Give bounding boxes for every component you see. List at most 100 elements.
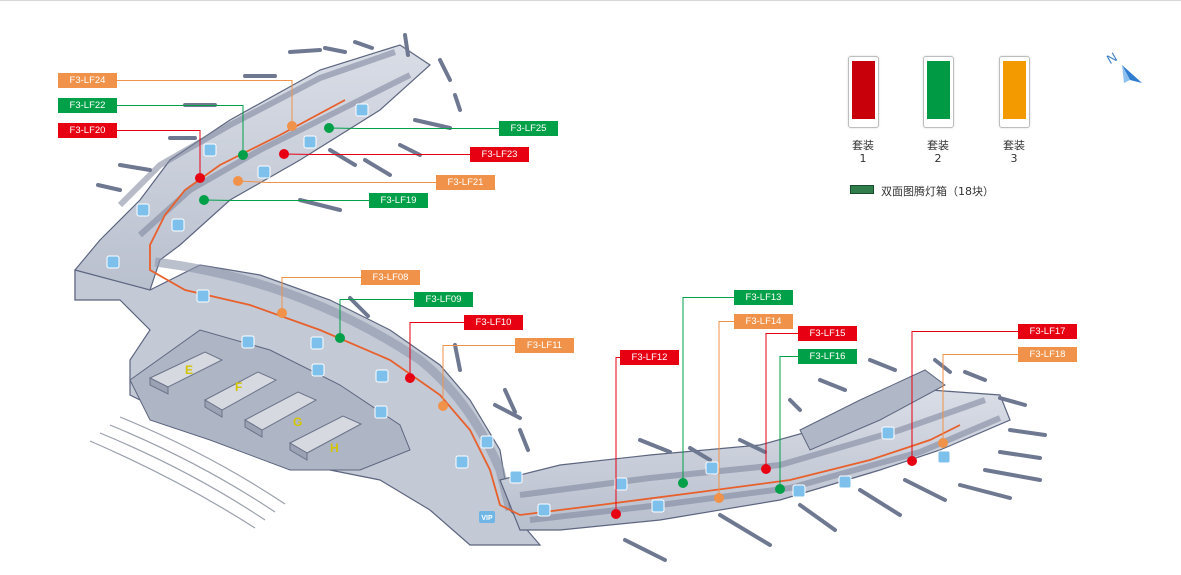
elevator-icon (136, 203, 150, 217)
gate-label-f3-lf23: F3-LF23 (470, 147, 529, 162)
jet-bridge (323, 46, 347, 54)
elevator-icon (257, 165, 271, 179)
gate-label-f3-lf19: F3-LF19 (369, 193, 428, 208)
jet-bridge (788, 398, 802, 412)
zone-letter: F (235, 380, 242, 394)
gate-label-f3-lf09: F3-LF09 (414, 292, 473, 307)
leader-line-f3-lf24 (117, 80, 293, 126)
legend-card-suite-3 (999, 56, 1030, 128)
elevator-icon (705, 461, 719, 475)
elevator-icon (651, 499, 665, 513)
gate-label-f3-lf14: F3-LF14 (734, 314, 793, 329)
jet-bridge (453, 93, 462, 112)
gate-label-f3-lf18: F3-LF18 (1018, 347, 1077, 362)
elevator-icon (480, 435, 494, 449)
jet-bridge (958, 483, 1012, 500)
gate-label-f3-lf13: F3-LF13 (734, 290, 793, 305)
leader-line-f3-lf22 (117, 105, 244, 155)
gate-dot-f3-lf16 (775, 484, 785, 494)
elevator-icon (537, 503, 551, 517)
jet-bridge (96, 183, 122, 192)
gate-dot-f3-lf25 (324, 123, 334, 133)
apron-stripes (89, 416, 286, 529)
jet-bridge (798, 503, 837, 532)
gate-dot-f3-lf18 (938, 438, 948, 448)
leader-line-f3-lf16 (779, 356, 798, 489)
leader-line-f3-lf15 (765, 333, 798, 469)
jet-bridge (348, 296, 370, 318)
lightbox-key-swatch (850, 185, 874, 194)
gate-label-f3-lf21: F3-LF21 (436, 175, 495, 190)
gate-dot-f3-lf20 (195, 173, 205, 183)
leader-line-f3-lf12 (615, 357, 620, 514)
leader-line-f3-lf10 (409, 322, 464, 378)
jet-bridge (438, 58, 452, 82)
elevator-icon (196, 289, 210, 303)
jet-bridge (903, 478, 947, 502)
jet-bridge (298, 198, 342, 212)
elevator-icon (241, 335, 255, 349)
leader-line-f3-lf14 (718, 321, 734, 498)
gate-dot-f3-lf13 (678, 478, 688, 488)
legend-card-suite-1 (848, 56, 879, 128)
leader-line-f3-lf13 (682, 297, 734, 483)
elevator-icon (311, 363, 325, 377)
leader-line-f3-lf18 (942, 354, 1018, 443)
jet-bridge (328, 148, 357, 167)
jet-bridge (688, 446, 712, 462)
leader-line-f3-lf08 (281, 277, 361, 313)
jet-bridge (638, 438, 672, 454)
legend-swatch-suite-1 (852, 61, 875, 119)
gate-dot-f3-lf10 (405, 373, 415, 383)
jet-bridge (818, 378, 847, 392)
jet-bridge (963, 370, 987, 382)
elevator-icon (455, 455, 469, 469)
gate-dot-f3-lf22 (238, 150, 248, 160)
gate-dot-f3-lf12 (611, 509, 621, 519)
legend-swatch-suite-2 (927, 61, 950, 119)
jet-bridge (518, 428, 530, 452)
elevator-icon (614, 477, 628, 491)
compass-icon: N (1104, 49, 1142, 83)
gate-dot-f3-lf09 (335, 333, 345, 343)
zone-letters: E F G H (185, 363, 339, 455)
jet-bridge (363, 158, 392, 177)
svg-text:VIP: VIP (481, 515, 493, 522)
gate-label-f3-lf12: F3-LF12 (620, 350, 679, 365)
jet-bridge (403, 33, 410, 57)
leader-line-f3-lf11 (442, 345, 515, 406)
leader-line-f3-lf25 (328, 127, 499, 129)
jet-bridge (983, 468, 1042, 482)
elevator-icon (375, 369, 389, 383)
jet-bridge (453, 343, 462, 372)
jet-bridge (353, 40, 374, 50)
zone-letter: H (330, 441, 339, 455)
elevator-icon (355, 103, 369, 117)
jet-bridge (288, 48, 322, 54)
jet-bridge (118, 163, 152, 172)
leader-line-f3-lf20 (117, 130, 201, 178)
gate-dot-f3-lf23 (279, 149, 289, 159)
gate-label-f3-lf11: F3-LF11 (515, 338, 574, 353)
elevator-icon (374, 405, 388, 419)
gate-label-f3-lf25: F3-LF25 (499, 121, 558, 136)
gate-label-f3-lf24: F3-LF24 (58, 73, 117, 88)
passenger-route (149, 99, 961, 516)
leader-lines (117, 80, 1018, 519)
zone-letter: G (293, 415, 302, 429)
leader-line-f3-lf09 (339, 299, 414, 338)
gate-label-f3-lf20: F3-LF20 (58, 123, 117, 138)
gate-dot-f3-lf11 (438, 401, 448, 411)
jet-bridge (858, 488, 902, 517)
gate-dot-f3-lf15 (761, 464, 771, 474)
jet-bridge (998, 396, 1027, 407)
elevator-icon (838, 475, 852, 489)
facility-markers (106, 103, 951, 517)
check-in-islands (148, 351, 363, 461)
leader-line-f3-lf19 (203, 199, 369, 201)
elevator-icon (303, 135, 317, 149)
jet-bridge (738, 438, 767, 454)
